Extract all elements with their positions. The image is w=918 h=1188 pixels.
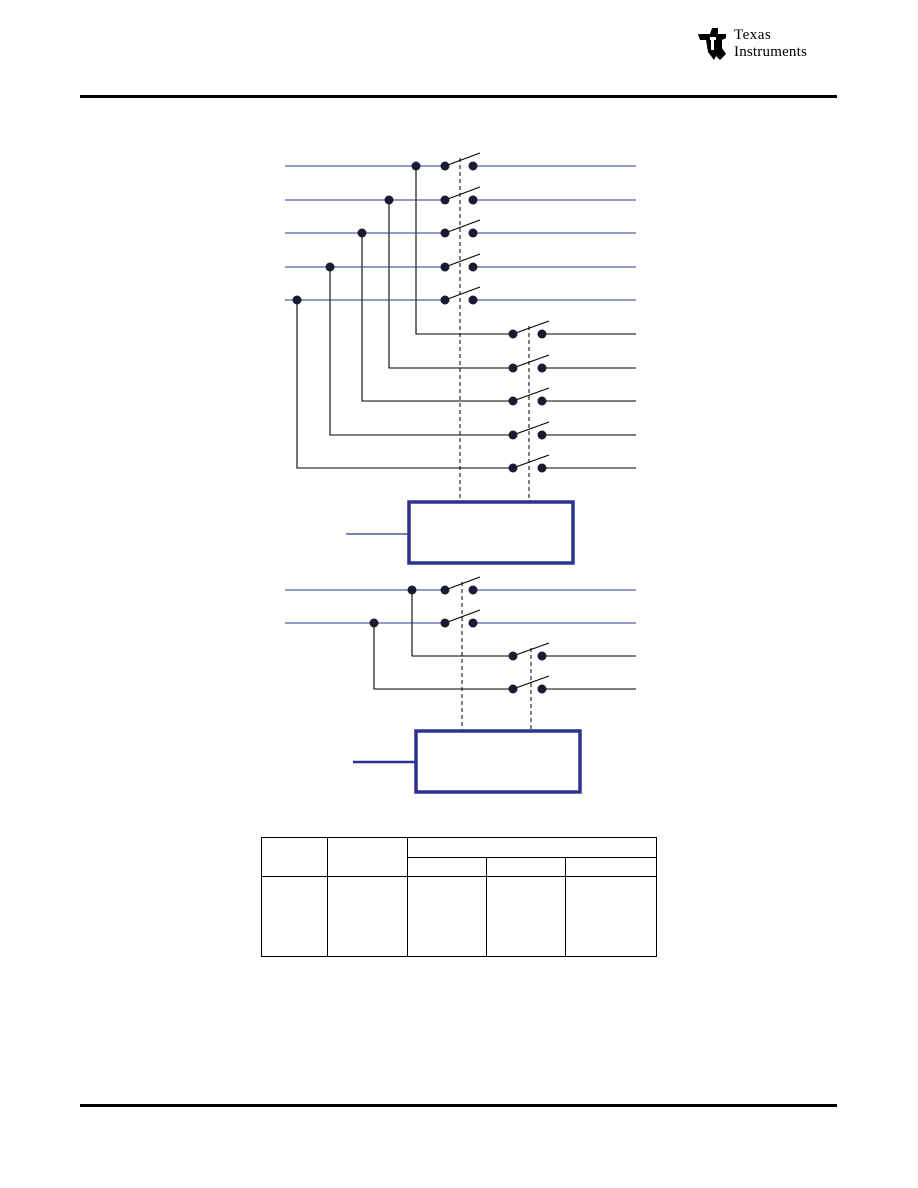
switch-blade — [444, 186, 481, 201]
switch-contact — [440, 161, 450, 171]
footer-rule — [80, 1104, 837, 1107]
table-subheader-cell — [486, 857, 566, 877]
switch-contact — [537, 651, 547, 661]
switch-diagram — [285, 152, 636, 794]
switch-blade — [444, 253, 481, 268]
switch-contact — [537, 363, 547, 373]
switch-contact — [508, 329, 518, 339]
switch-blade — [444, 286, 481, 301]
junction-node — [292, 295, 302, 305]
switch-contact — [537, 684, 547, 694]
switch-contact — [440, 618, 450, 628]
switch-contact — [468, 585, 478, 595]
switch-contact — [440, 195, 450, 205]
switch-contact — [468, 195, 478, 205]
diagram-wires — [285, 152, 636, 764]
switch-contact — [537, 396, 547, 406]
ti-logo-icon — [698, 28, 726, 60]
diagram-nodes — [292, 161, 547, 694]
junction-node — [411, 161, 421, 171]
branch-wire — [373, 623, 513, 690]
control-box — [414, 729, 582, 794]
switch-blade — [444, 152, 481, 167]
control-box — [407, 500, 575, 565]
switch-blade — [512, 421, 550, 436]
ti-logo: Texas Instruments — [696, 24, 838, 64]
table-cell — [407, 876, 487, 957]
switch-contact — [508, 463, 518, 473]
table-cell — [486, 876, 566, 957]
switch-contact — [468, 295, 478, 305]
switch-blade — [512, 387, 550, 402]
switch-contact — [537, 430, 547, 440]
junction-node — [384, 195, 394, 205]
table-subheader-cell — [407, 857, 487, 877]
branch-wire — [361, 233, 513, 402]
switch-contact — [537, 463, 547, 473]
switch-contact — [468, 161, 478, 171]
branch-wire — [388, 200, 513, 369]
switch-contact — [508, 651, 518, 661]
diagram-boxes — [407, 500, 582, 794]
switch-contact — [440, 262, 450, 272]
table-header-cell — [327, 837, 408, 877]
switch-contact — [508, 684, 518, 694]
switch-contact — [440, 228, 450, 238]
switch-contact — [468, 618, 478, 628]
diagram-mechanical-ties — [459, 158, 532, 731]
switch-blade — [512, 454, 550, 469]
header-rule — [80, 95, 837, 98]
switch-blade — [512, 320, 550, 335]
logo-line-2: Instruments — [734, 44, 808, 60]
switch-contact — [508, 430, 518, 440]
branch-wire — [329, 267, 513, 436]
table-subheader-cell — [564, 857, 658, 877]
branch-wire — [415, 166, 513, 335]
data-table — [261, 837, 658, 957]
table-cell — [261, 876, 328, 957]
junction-node — [407, 585, 417, 595]
logo-line-1: Texas — [734, 27, 772, 43]
switch-contact — [468, 262, 478, 272]
switch-contact — [440, 295, 450, 305]
switch-blade — [512, 675, 550, 690]
switch-blade — [512, 354, 550, 369]
switch-contact — [508, 363, 518, 373]
switch-contact — [537, 329, 547, 339]
table-cell — [327, 876, 408, 957]
switch-blade — [444, 219, 481, 234]
table-header-cell — [406, 837, 658, 858]
branch-wire — [296, 300, 513, 469]
switch-contact — [440, 585, 450, 595]
junction-node — [369, 618, 379, 628]
branch-wire — [411, 590, 513, 657]
junction-node — [357, 228, 367, 238]
switch-contact — [468, 228, 478, 238]
switch-blade — [444, 609, 481, 624]
table-header-cell — [261, 837, 328, 877]
switch-contact — [508, 396, 518, 406]
table-cell — [564, 876, 658, 957]
junction-node — [325, 262, 335, 272]
